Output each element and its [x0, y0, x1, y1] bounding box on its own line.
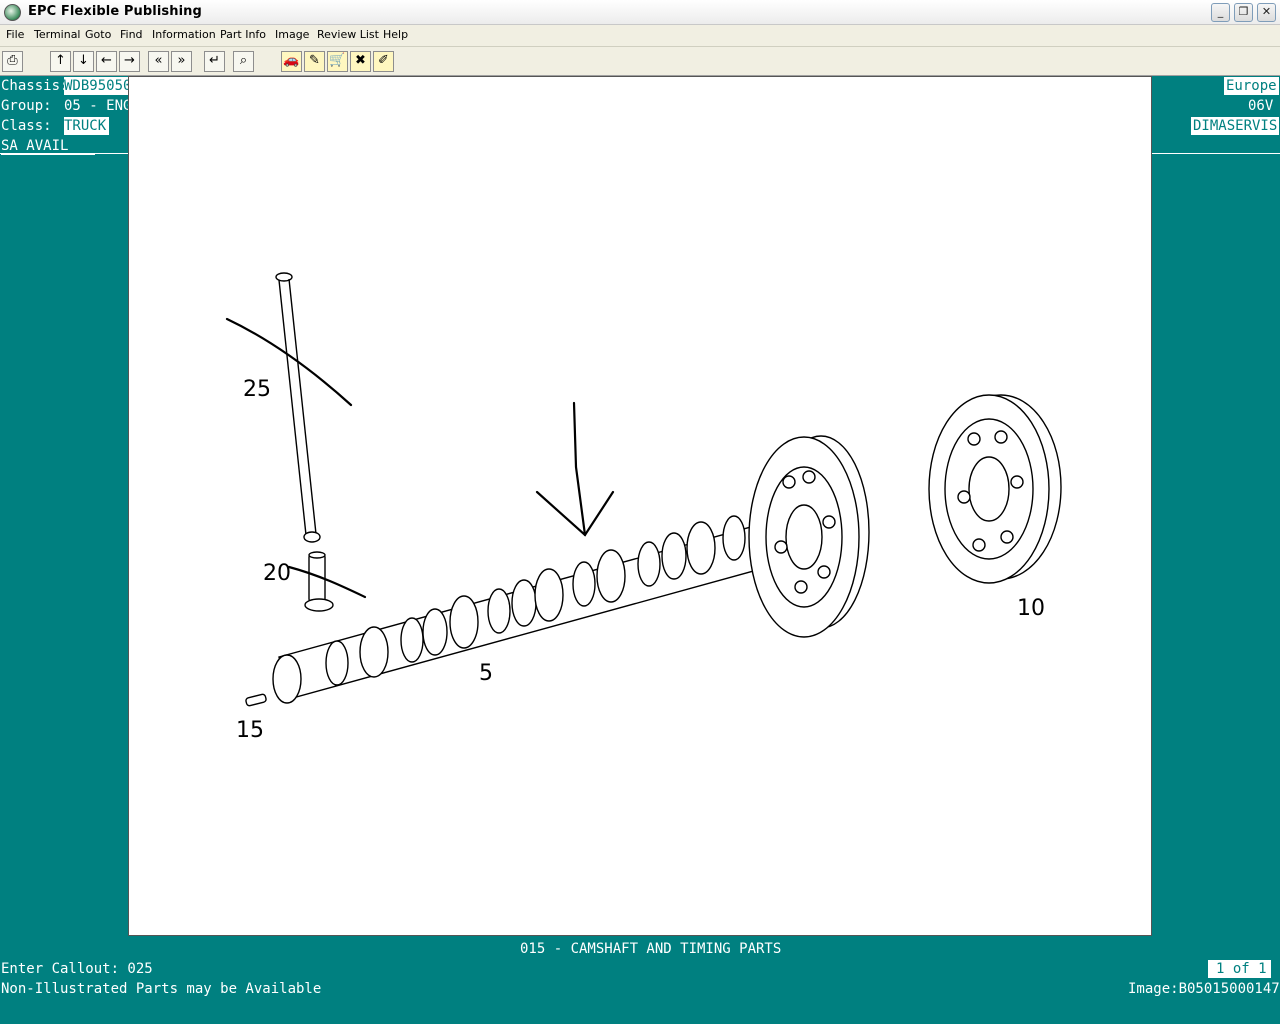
camshaft-diagram: 25 20 5 15 10 [225, 272, 1062, 743]
image-id: Image:B05015000147 [1128, 981, 1280, 997]
minimize-button[interactable]: _ [1211, 3, 1230, 22]
callout-20: 20 [263, 561, 291, 586]
menu-goto[interactable]: Goto [85, 28, 112, 41]
arrow-head-mark [535, 490, 615, 537]
close-button[interactable]: ✕ [1257, 3, 1276, 22]
arrow-down-icon[interactable]: ↓ [73, 51, 94, 72]
window-title: EPC Flexible Publishing [28, 4, 202, 19]
section-title: 015 - CAMSHAFT AND TIMING PARTS [520, 941, 782, 957]
title-bar: EPC Flexible Publishing _ ❐ ✕ [0, 0, 1280, 25]
group-value: 05 - ENG [64, 98, 132, 114]
callout-prompt[interactable]: Enter Callout: 025 [1, 961, 153, 977]
menu-find[interactable]: Find [120, 28, 143, 41]
callout-25: 25 [243, 377, 271, 402]
car-icon[interactable]: 🚗 [281, 51, 302, 72]
camshaft-gear [748, 435, 870, 638]
menu-review-list[interactable]: Review List [317, 28, 379, 41]
restore-button[interactable]: ❐ [1234, 3, 1253, 22]
non-illustrated-note: Non-Illustrated Parts may be Available [1, 981, 322, 997]
class-label: Class: [1, 118, 52, 134]
enter-icon[interactable]: ↵ [204, 51, 225, 72]
arrow-shaft-mark [572, 401, 587, 537]
menu-information[interactable]: Information [152, 28, 216, 41]
menu-file[interactable]: File [6, 28, 25, 41]
group-label: Group: [1, 98, 52, 114]
callout-15: 15 [236, 718, 264, 743]
chassis-value: WDB95050 [64, 77, 132, 95]
menu-bar: File Terminal Goto Find Information Part… [0, 25, 1280, 47]
menu-help[interactable]: Help [383, 28, 409, 41]
pushrod-part [275, 272, 321, 543]
callout-10: 10 [1017, 596, 1045, 621]
strike-mark-25 [225, 317, 353, 407]
strike-mark-20 [287, 565, 367, 599]
sa-avail-field[interactable]: SA AVAIL [1, 137, 95, 155]
search-icon[interactable]: ⌕ [233, 51, 254, 72]
menu-part-info[interactable]: Part Info [220, 28, 267, 41]
cart-icon[interactable]: 🛒 [327, 51, 348, 72]
class-value: TRUCK [64, 117, 110, 135]
page-indicator: 1 of 1 [1208, 960, 1271, 978]
dealer-label: DIMASERVIS [1191, 117, 1280, 135]
tappet-part [304, 551, 334, 612]
header-divider-left [0, 153, 128, 154]
edit-icon[interactable]: ✎ [304, 51, 325, 72]
header-divider-right [1151, 153, 1280, 154]
double-left-icon[interactable]: « [148, 51, 169, 72]
camshaft-part [272, 504, 796, 704]
pin-part [245, 693, 267, 707]
callout-labels: 25 20 5 15 10 [236, 377, 1045, 743]
region-label: Europe [1224, 77, 1279, 95]
parts-diagram-panel[interactable]: 25 20 5 15 10 [128, 76, 1152, 936]
print-icon[interactable]: ⎙ [2, 51, 23, 72]
double-right-icon[interactable]: » [171, 51, 192, 72]
chassis-label: Chassis: [1, 78, 69, 94]
callout-5: 5 [479, 661, 493, 686]
app-icon [4, 4, 21, 21]
notes-icon[interactable]: ✐ [373, 51, 394, 72]
menu-image[interactable]: Image [275, 28, 310, 41]
timing-gear-part [928, 394, 1062, 584]
annotation-marks [225, 317, 615, 599]
toolbar: ⎙ ↑ ↓ ← → « » ↵ ⌕ 🚗 ✎ 🛒 ✖ ✐ [0, 47, 1280, 76]
arrow-left-icon[interactable]: ← [96, 51, 117, 72]
arrow-up-icon[interactable]: ↑ [50, 51, 71, 72]
code-label: 06V [1248, 98, 1274, 114]
arrow-right-icon[interactable]: → [119, 51, 140, 72]
cart-remove-icon[interactable]: ✖ [350, 51, 371, 72]
menu-terminal[interactable]: Terminal [34, 28, 81, 41]
